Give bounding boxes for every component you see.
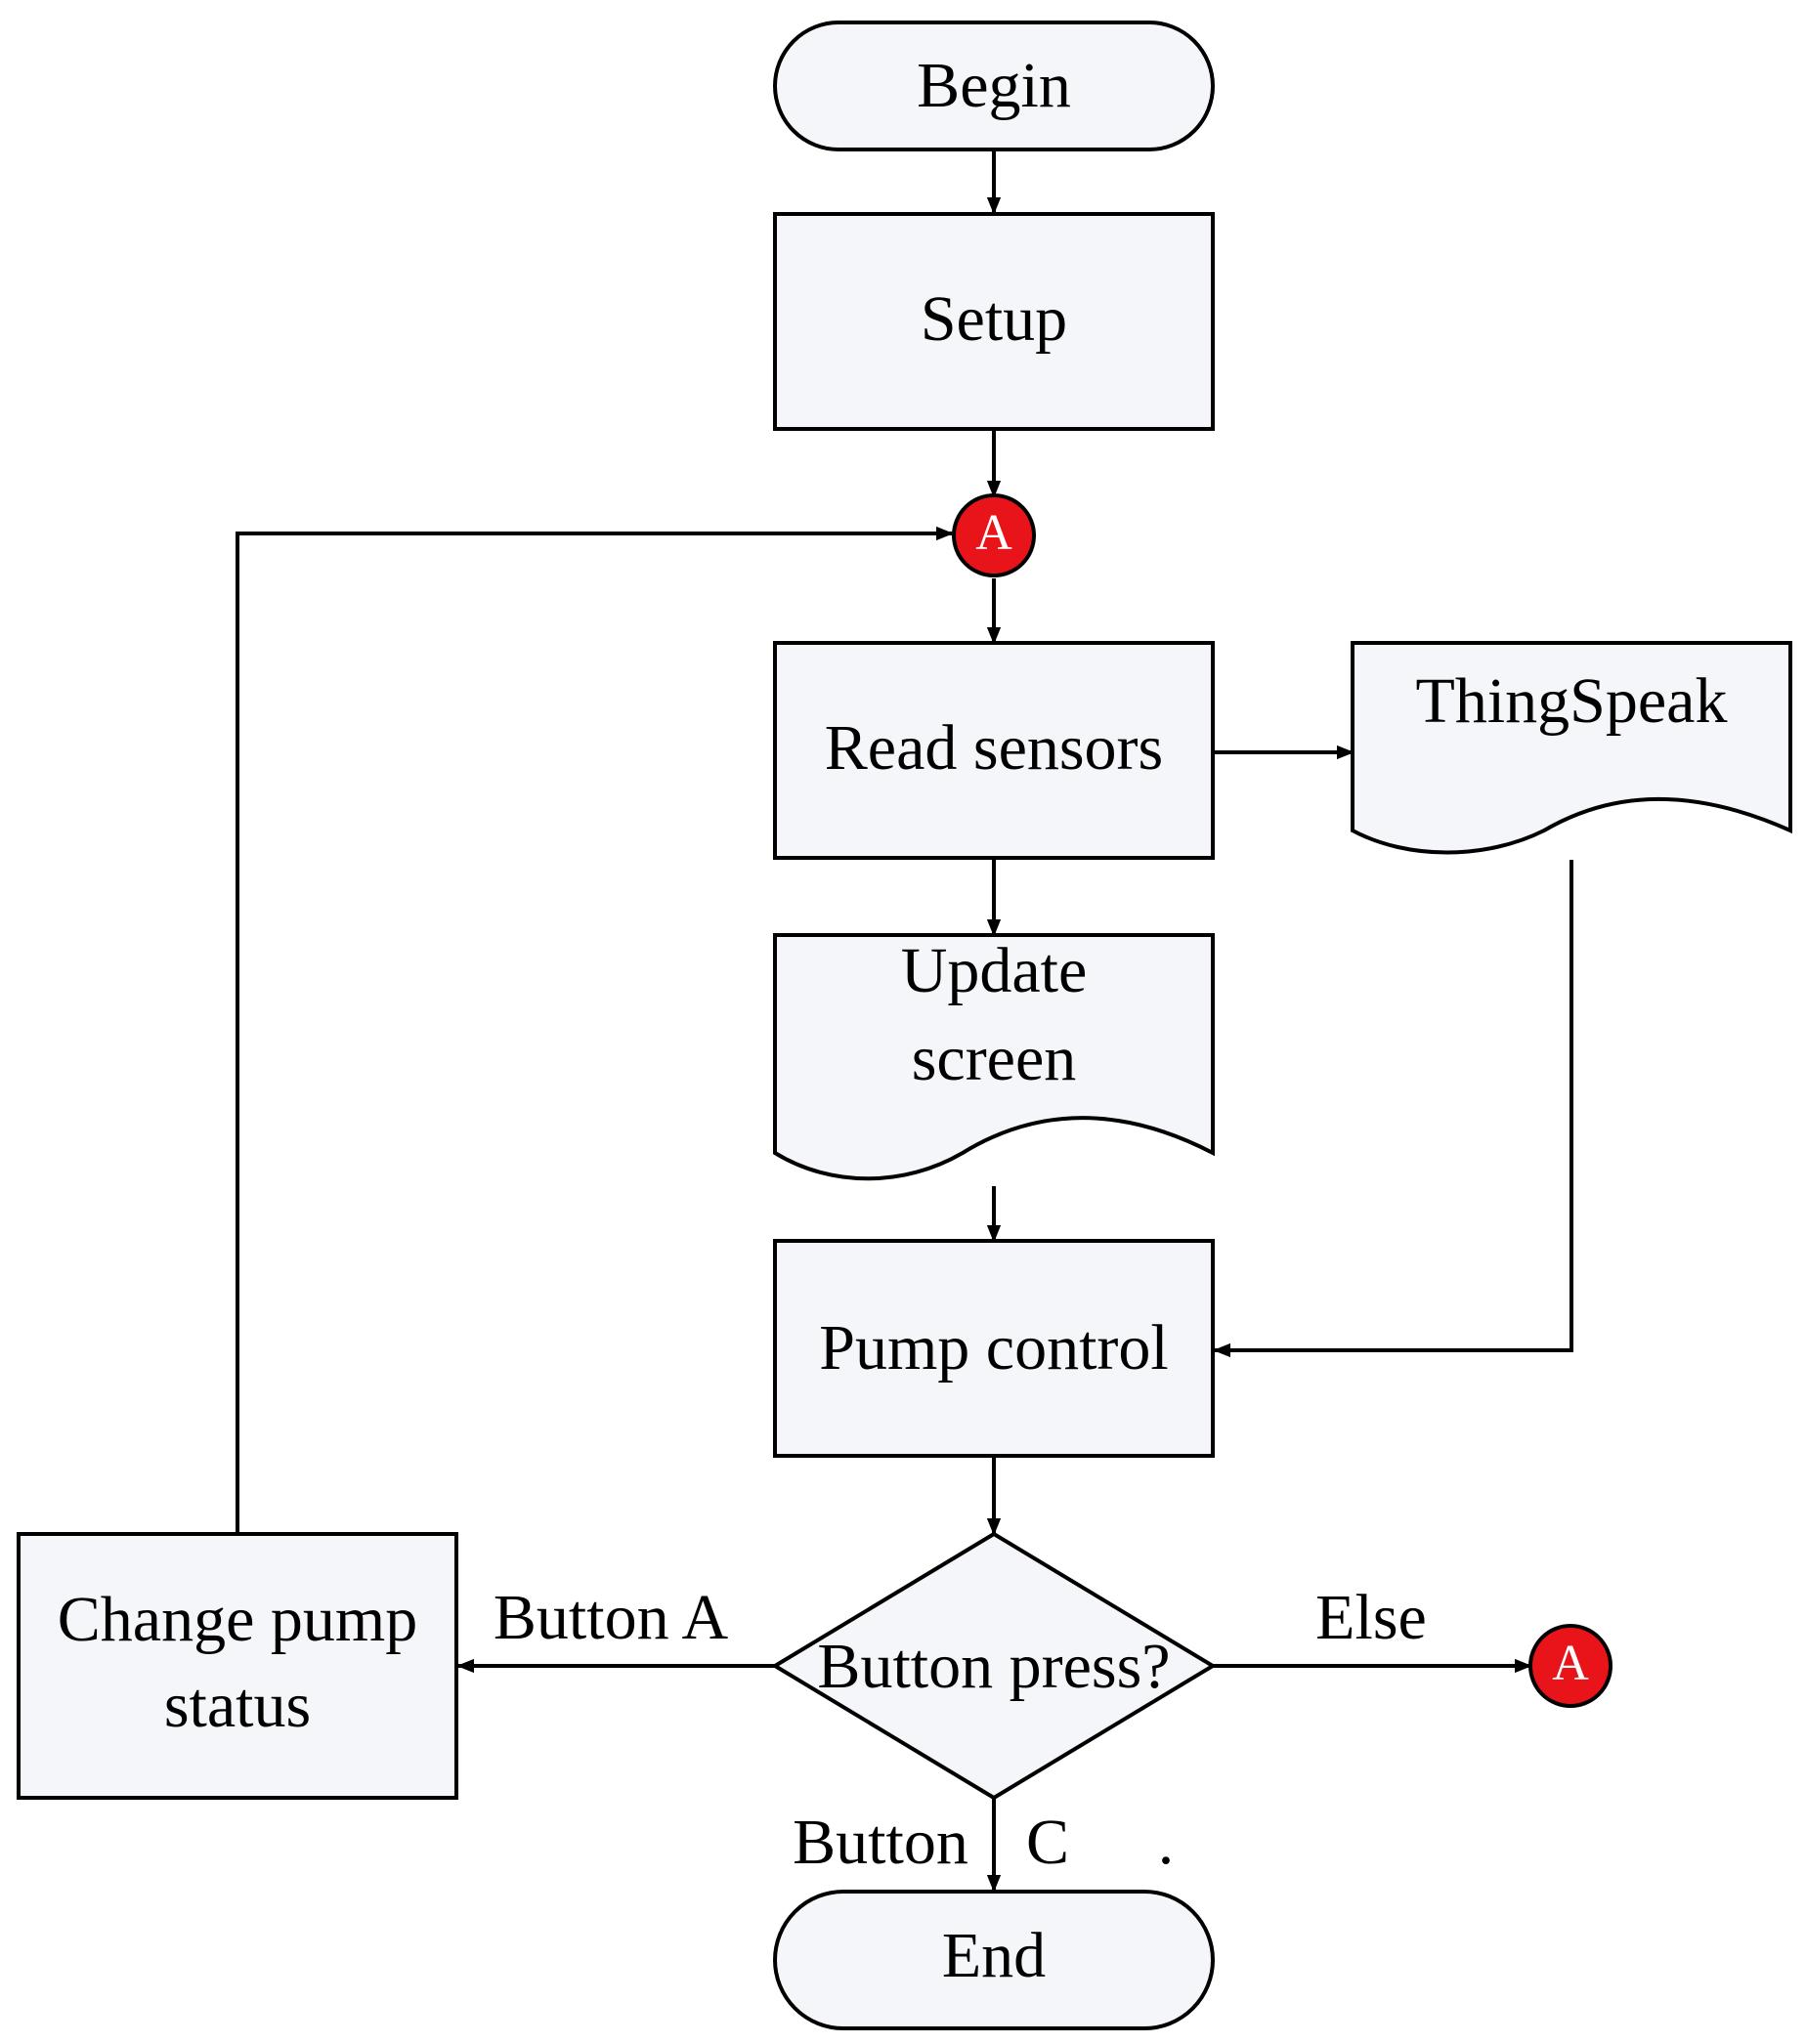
edge-label-button-a: Button A [494,1582,729,1653]
connector-right: A [1528,1624,1612,1708]
connector-top: A [952,493,1036,577]
pump-control-node: Pump control [773,1239,1215,1458]
edges [236,149,1573,1893]
change-pump-node: Change pump status [17,1532,458,1800]
update-screen-label-line1: Update [901,935,1088,1006]
update-screen-label-line2: screen [912,1023,1077,1094]
edge-label-button-c-word: Button [793,1807,968,1878]
thingspeak-node: ThingSpeak [1351,641,1792,855]
read-sensors-box [773,641,1215,860]
read-sensors-label: Read sensors [825,712,1163,784]
update-screen-document [773,933,1215,1181]
end-label: End [942,1920,1046,1991]
pump-control-box [773,1239,1215,1458]
connector-circle-top [952,493,1036,577]
edge-change-pump-loop-connector [236,526,954,1532]
edge-label-button-c-letter: C [1026,1807,1069,1878]
begin-label: Begin [917,50,1071,121]
change-pump-label-line2: status [164,1670,311,1741]
setup-label: Setup [921,283,1067,355]
thingspeak-label: ThingSpeak [1416,665,1728,737]
decision-node: Button press? [771,1531,1217,1801]
change-pump-box [17,1532,458,1800]
thingspeak-document [1351,641,1792,855]
begin-terminal [773,21,1215,151]
update-screen-node: Update screen [773,933,1215,1181]
pump-control-label: Pump control [819,1312,1169,1384]
end-node: End [773,1890,1215,2030]
decision-label: Button press? [817,1631,1170,1702]
change-pump-label-line1: Change pump [58,1584,417,1655]
edge-labels: Button A Else Button C . [494,1582,1427,1878]
read-sensors-node: Read sensors [773,641,1215,860]
edge-label-else: Else [1315,1582,1427,1653]
begin-node: Begin [773,21,1215,151]
edge-label-stray-dot: . [1158,1807,1175,1878]
connector-right-label: A [1552,1636,1589,1691]
connector-circle-right [1528,1624,1612,1708]
connector-top-label: A [975,505,1012,561]
decision-diamond [771,1531,1217,1801]
setup-node: Setup [773,212,1215,431]
setup-box [773,212,1215,431]
edge-thingspeak-pump-control [1213,860,1573,1358]
end-terminal [773,1890,1215,2030]
